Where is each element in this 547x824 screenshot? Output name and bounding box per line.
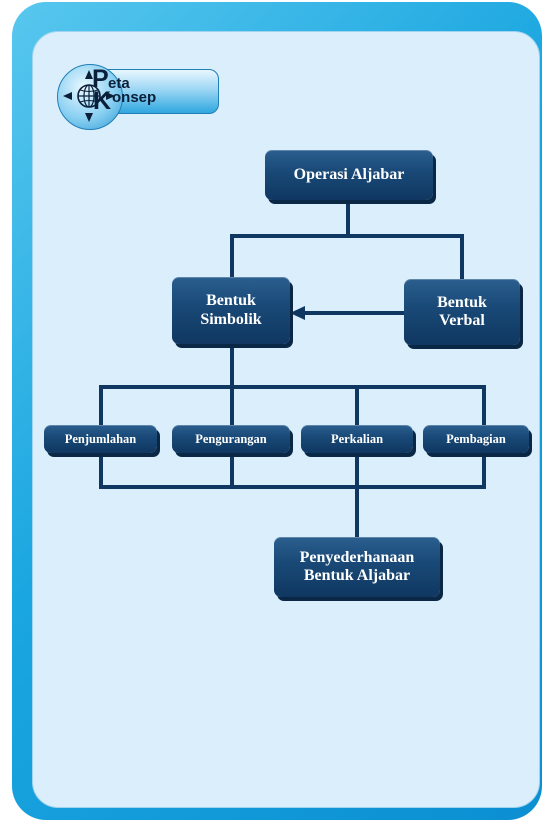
- badge-eta: eta: [108, 75, 130, 92]
- node-penjumlahan: Penjumlahan: [44, 425, 157, 453]
- node-pengurangan: Pengurangan: [172, 425, 290, 453]
- globe-compass-icon: [63, 70, 115, 122]
- node-operasi-aljabar: Operasi Aljabar: [265, 150, 433, 200]
- node-penyederhanaan: Penyederhanaan Bentuk Aljabar: [274, 537, 440, 597]
- node-bentuk-simbolik: Bentuk Simbolik: [172, 277, 290, 344]
- badge-p: P: [92, 65, 109, 93]
- badge-k: K: [93, 87, 112, 115]
- arrow-head: [290, 306, 305, 320]
- node-perkalian: Perkalian: [301, 425, 413, 453]
- node-pembagian: Pembagian: [423, 425, 529, 453]
- badge-onsep: onsep: [112, 89, 157, 106]
- node-bentuk-verbal: Bentuk Verbal: [404, 279, 520, 345]
